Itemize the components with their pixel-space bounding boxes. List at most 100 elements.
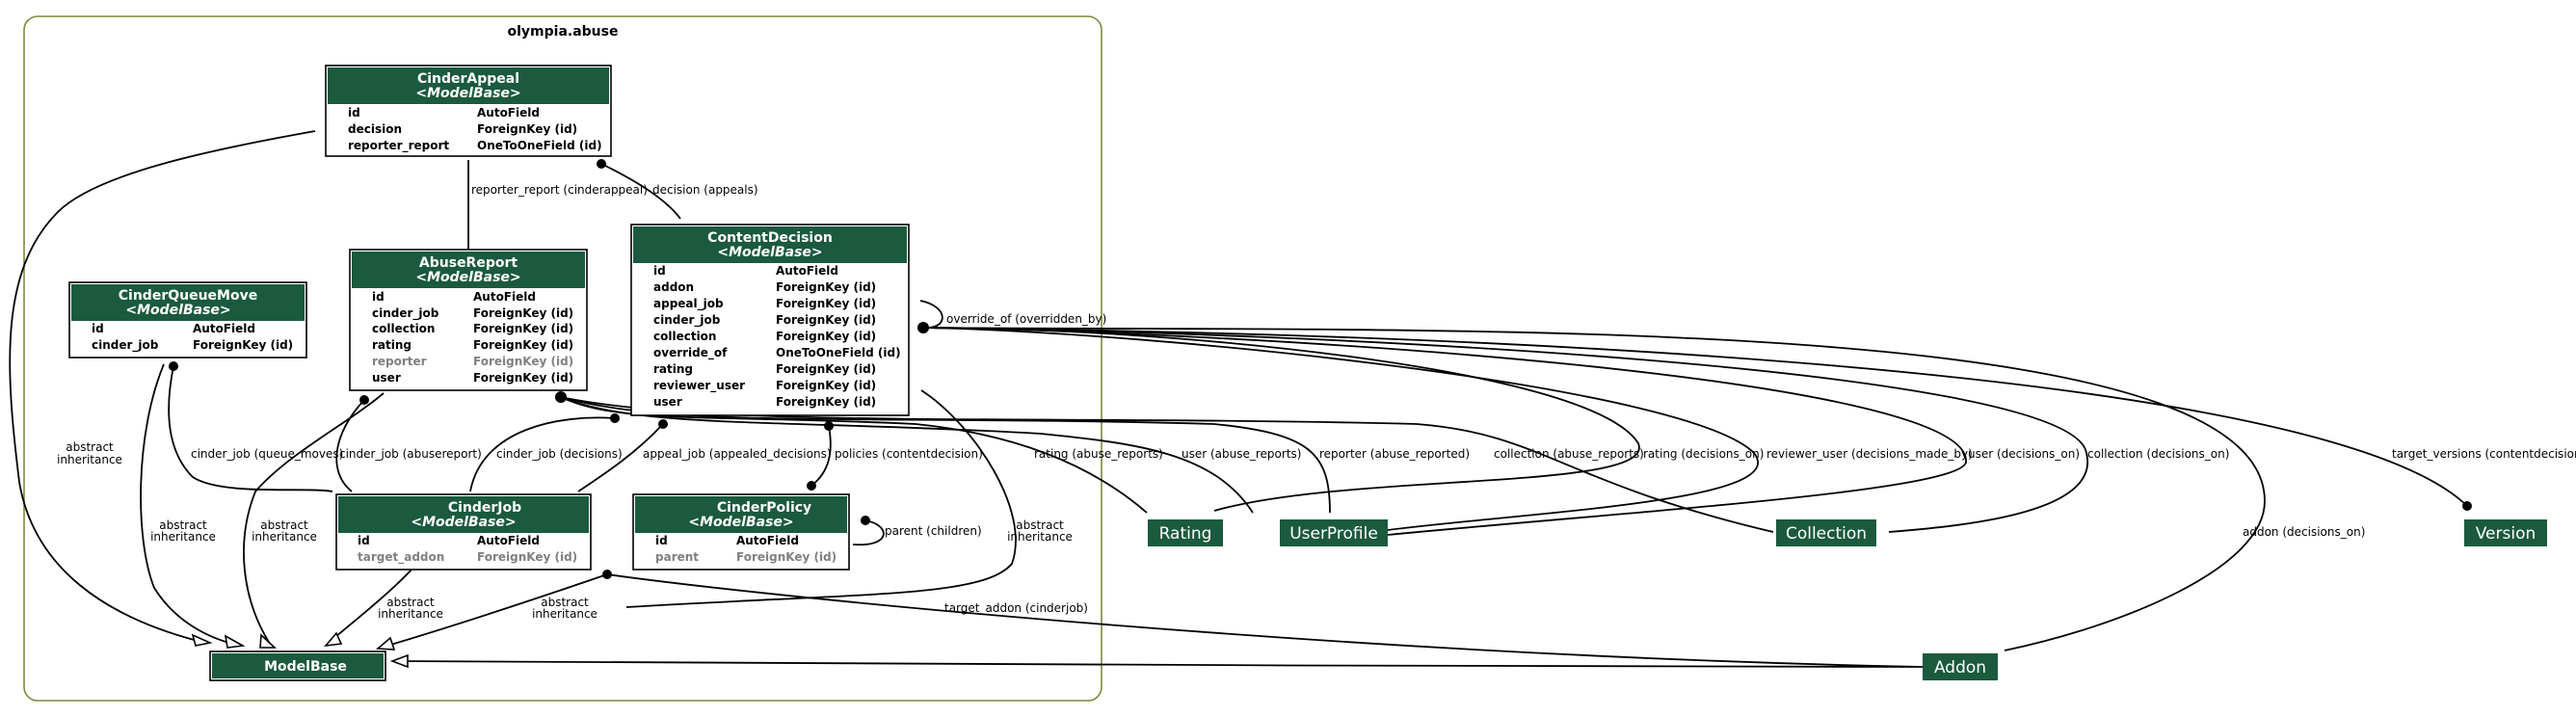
field-name: override_of (653, 346, 728, 360)
model-base-label: <ModelBase> (688, 515, 793, 530)
edge-reviewer-user (922, 327, 1759, 531)
external-version[interactable]: Version (2464, 519, 2547, 546)
external-rating[interactable]: Rating (1148, 519, 1223, 546)
model-title: ContentDecision (707, 230, 833, 246)
field-type: OneToOneField (id) (477, 139, 602, 152)
label-rating-decisions: rating (decisions_on) (1643, 447, 1764, 461)
model-modelbase[interactable]: ModelBase (209, 651, 386, 681)
field-name: target_addon (358, 550, 444, 565)
label-parent: parent (children) (885, 524, 982, 538)
edge-policies (810, 425, 832, 487)
field-type: ForeignKey (id) (776, 297, 876, 310)
label-user-decisions: user (decisions_on) (1968, 447, 2080, 461)
model-base-label: <ModelBase> (415, 270, 520, 285)
field-type: ForeignKey (id) (776, 313, 876, 327)
field-type: AutoField (776, 264, 838, 278)
edge-labels: reporter_report (cinderappeal) decision … (57, 183, 2576, 621)
external-model-label: Rating (1159, 524, 1212, 544)
field-name: addon (653, 280, 694, 294)
model-cinderjob[interactable]: CinderJob <ModelBase> id AutoField targe… (335, 493, 592, 571)
model-title: CinderJob (448, 500, 521, 516)
field-name: appeal_job (653, 297, 724, 311)
edge-cinderappeal-inheritance (9, 130, 316, 642)
label-cinder-job-decisions: cinder_job (decisions) (496, 447, 623, 461)
label-reporter-report: reporter_report (cinderappeal) (471, 183, 648, 197)
label-target-versions: target_versions (contentdecision) (2392, 447, 2576, 461)
field-type: AutoField (473, 290, 536, 304)
edge-rating-decisions (922, 327, 1640, 512)
edge-user-decisions (922, 327, 1967, 536)
edge-collection-decisions (922, 327, 2089, 533)
field-name: cinder_job (92, 338, 159, 353)
external-userprofile[interactable]: UserProfile (1280, 519, 1388, 546)
inheritance-arrows (191, 631, 409, 669)
field-name: user (372, 371, 401, 385)
label-abstract: abstract (159, 518, 207, 532)
label-addon-decisions: addon (decisions_on) (2243, 525, 2365, 539)
field-name: cinder_job (653, 313, 721, 328)
field-name: decision (348, 122, 402, 136)
model-base-label: <ModelBase> (717, 245, 822, 260)
field-type: ForeignKey (id) (477, 122, 577, 136)
external-model-label: Addon (1934, 658, 1986, 677)
field-name: collection (372, 322, 435, 335)
edge-cinderqueuemove-inheritance (140, 363, 242, 647)
field-type: ForeignKey (id) (473, 338, 573, 352)
edge-contentdecision-inheritance (625, 389, 1017, 608)
external-addon[interactable]: Addon (1923, 653, 1998, 680)
dot-override-of (917, 322, 929, 333)
arrow-inheritance-4 (324, 631, 343, 648)
external-collection[interactable]: Collection (1776, 519, 1876, 546)
field-name: id (653, 264, 666, 278)
field-type: ForeignKey (id) (736, 550, 837, 564)
label-collection-decisions: collection (decisions_on) (2087, 447, 2229, 461)
field-name: id (655, 534, 668, 547)
model-title: CinderAppeal (417, 71, 519, 87)
model-base-label: <ModelBase> (415, 86, 520, 101)
edge-cinder-job-queue-moves (168, 365, 333, 492)
field-type: ForeignKey (id) (776, 395, 876, 409)
field-name: rating (372, 338, 412, 352)
label-inheritance: inheritance (150, 530, 216, 544)
label-abstract: abstract (66, 440, 114, 454)
model-contentdecision[interactable]: ContentDecision <ModelBase> id AutoField… (630, 224, 910, 416)
label-reviewer-user: reviewer_user (decisions_made_by) (1766, 447, 1973, 461)
external-model-label: Collection (1786, 524, 1867, 544)
label-cinder-job-queue-moves: cinder_job (queue_moves) (191, 447, 343, 461)
arrow-inheritance-3 (259, 633, 278, 649)
external-model-label: UserProfile (1289, 524, 1378, 544)
dot-cinderpolicy-parent (861, 516, 870, 525)
field-type: AutoField (477, 106, 540, 120)
label-collection-abuse: collection (abuse_reports) (1494, 447, 1644, 461)
field-name: parent (655, 550, 699, 564)
dot-contentdecision-policies (824, 421, 834, 431)
label-rating-abuse: rating (abuse_reports) (1034, 447, 1163, 461)
field-type: ForeignKey (id) (776, 280, 876, 294)
model-abusereport[interactable]: AbuseReport <ModelBase> id AutoField cin… (349, 249, 588, 391)
model-cinderqueuemove[interactable]: CinderQueueMove <ModelBase> id AutoField… (68, 281, 307, 358)
label-abstract: abstract (386, 596, 435, 609)
label-inheritance: inheritance (252, 530, 317, 544)
field-type: ForeignKey (id) (477, 550, 577, 564)
field-name: collection (653, 330, 716, 343)
dot-cinderjob-target-addon (602, 570, 612, 579)
label-inheritance: inheritance (378, 607, 443, 621)
label-inheritance: inheritance (1007, 530, 1073, 544)
label-abstract: abstract (541, 596, 589, 609)
model-cinderappeal[interactable]: CinderAppeal <ModelBase> id AutoField de… (325, 65, 612, 157)
edge-target-addon (394, 573, 1924, 668)
arrow-inheritance-6 (389, 653, 409, 669)
field-name: user (653, 395, 682, 409)
model-cinderpolicy[interactable]: CinderPolicy <ModelBase> id AutoField pa… (632, 493, 850, 571)
field-name: rating (653, 362, 693, 376)
label-abstract: abstract (1016, 518, 1064, 532)
field-type: AutoField (736, 534, 799, 547)
field-type: ForeignKey (id) (473, 306, 573, 320)
field-type: OneToOneField (id) (776, 346, 901, 359)
dot-abusereport-cinder-job (359, 395, 369, 405)
model-base-label: <ModelBase> (125, 303, 230, 318)
edge-abusereport-inheritance (243, 392, 385, 645)
field-name: reporter_report (348, 139, 449, 153)
edge-endpoints (169, 159, 2472, 579)
